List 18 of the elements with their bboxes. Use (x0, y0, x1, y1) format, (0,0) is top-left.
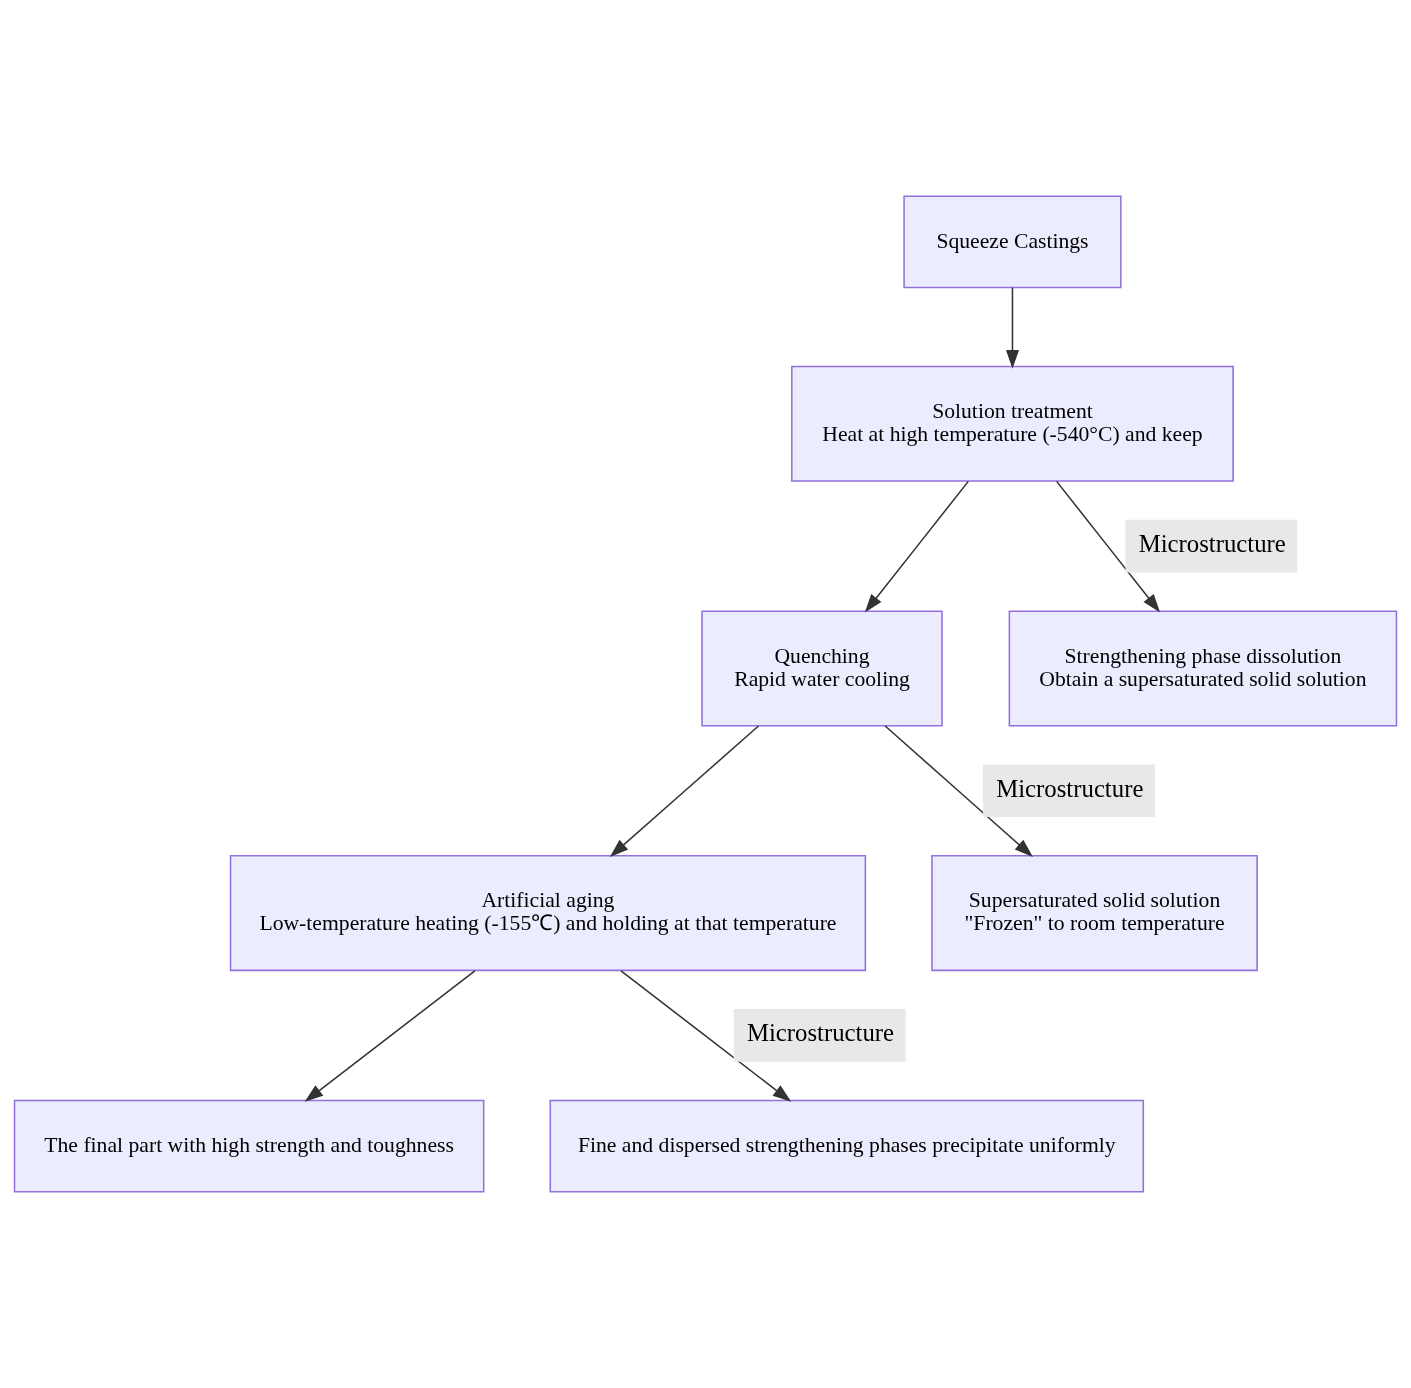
node-box: Squeeze Castings (903, 195, 1122, 289)
node-box: Strengthening phase dissolution Obtain a supersaturated solid solution (1008, 610, 1398, 727)
node-box: Fine and dispersed strengthening phases precipitate uniformly (549, 1099, 1145, 1193)
arrow (864, 480, 970, 613)
node-box: Quenching Rapid water cooling (701, 610, 943, 727)
arrow (620, 970, 792, 1102)
arrow (884, 725, 1033, 857)
edge-label: Microstructure (1138, 530, 1286, 558)
node-box: Supersaturated solid solution "Frozen" to room temperature (931, 855, 1258, 972)
edge-label: Microstructure (996, 774, 1144, 802)
node-box: Solution treatment Heat at high temperature (-540°C) and keep (791, 365, 1234, 482)
arrow (304, 970, 476, 1102)
node-box: The final part with high strength and toughness (13, 1099, 485, 1193)
arrow (1005, 286, 1019, 369)
node-box: Artificial aging Low-temperature heating (-155℃) and holding at that temperature (229, 855, 867, 972)
edge-label: Microstructure (746, 1019, 895, 1047)
arrow (1055, 480, 1161, 613)
arrow (609, 725, 760, 857)
